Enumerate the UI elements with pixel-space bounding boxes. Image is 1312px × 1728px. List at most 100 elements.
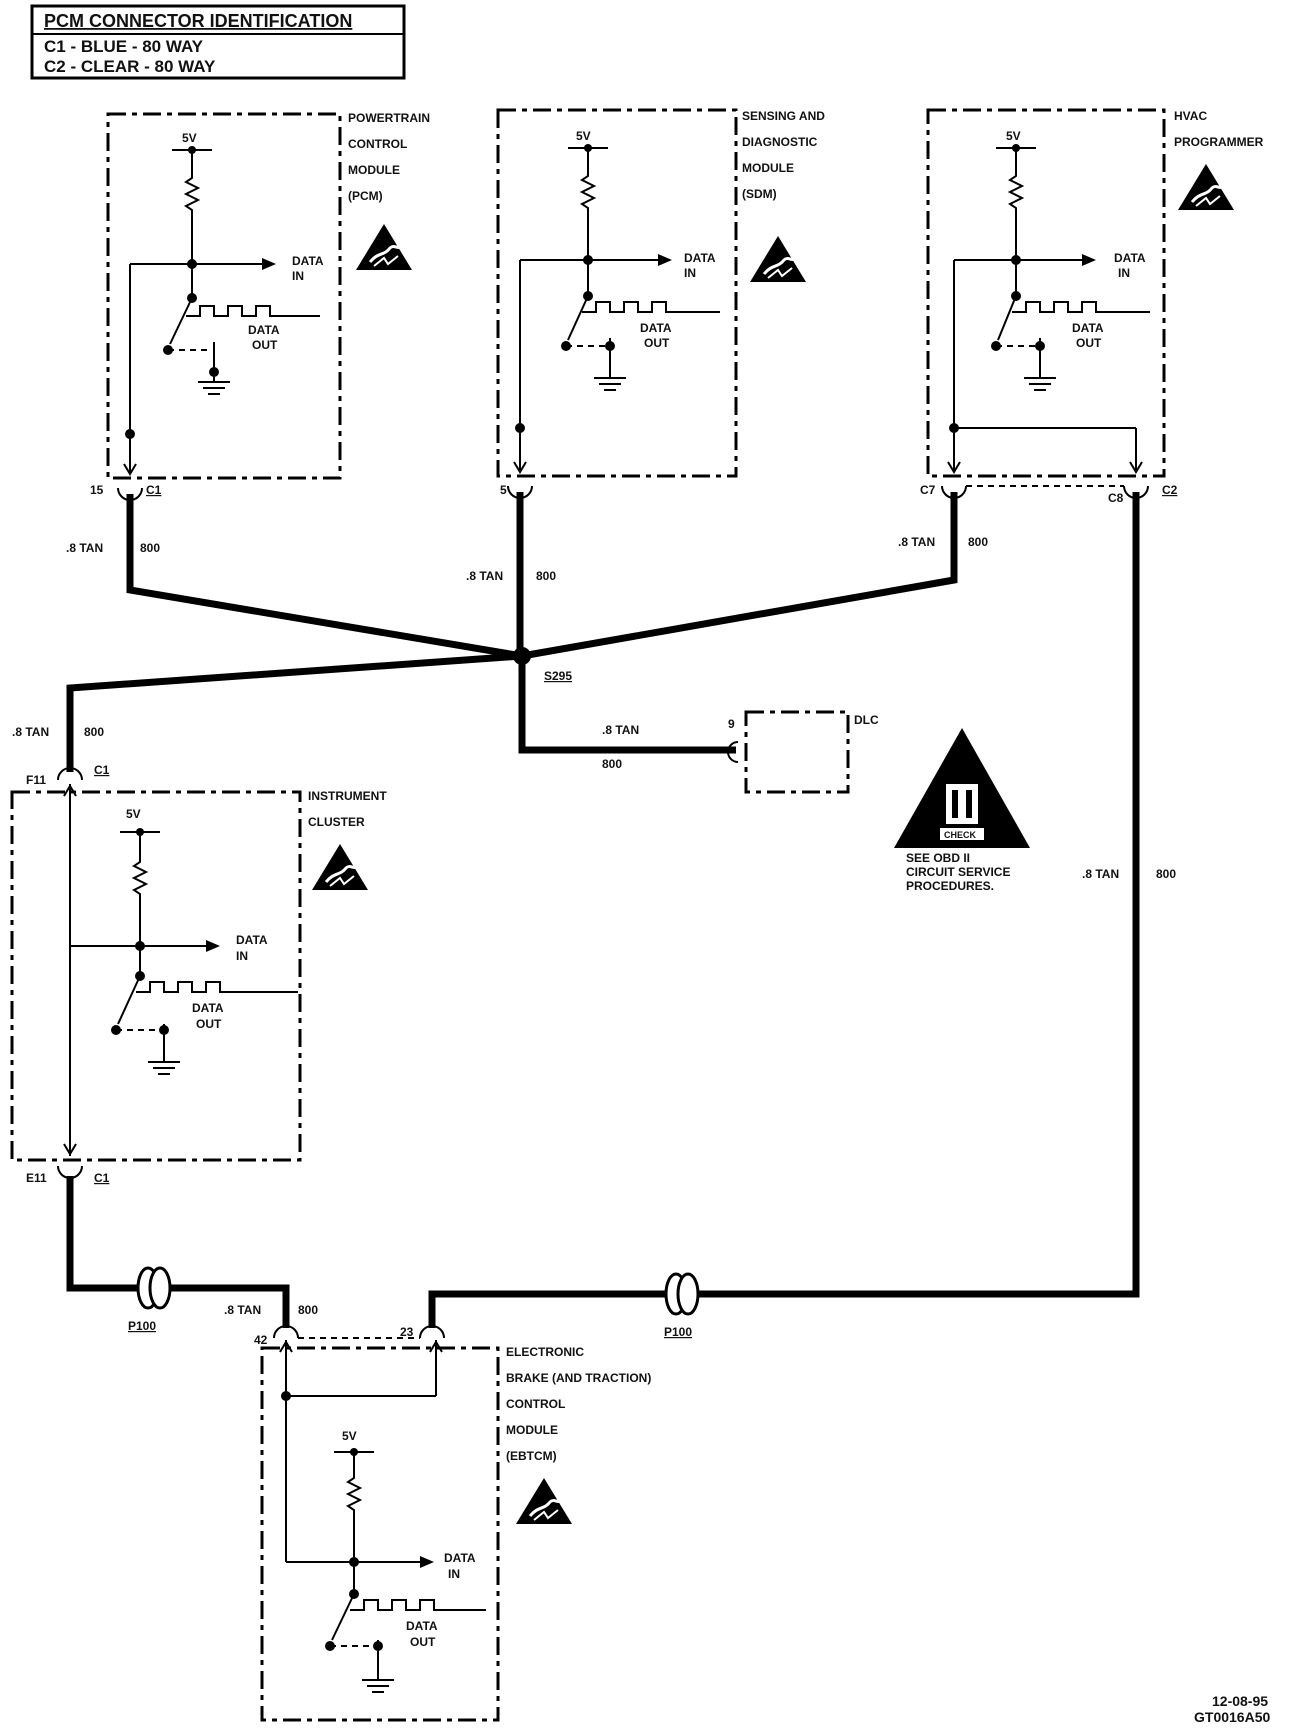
esd-warning-icon <box>354 222 414 272</box>
instrument-cluster-module: INSTRUMENT CLUSTER 5V DATA IN DATA OUT <box>10 784 387 1162</box>
esd-warning-icon <box>1176 162 1236 212</box>
ic-label-1: INSTRUMENT <box>308 789 387 803</box>
sdm-out-label: OUT <box>644 336 670 350</box>
ebtcm-label-2: BRAKE (AND TRACTION) <box>506 1371 651 1385</box>
ic-in-label: IN <box>236 949 248 963</box>
hvac-data-waveform <box>1012 301 1150 313</box>
pcm-label-3: MODULE <box>348 163 400 177</box>
ebtcm-in-label: IN <box>448 1567 460 1581</box>
ebtcm-switch <box>331 1593 355 1641</box>
wire-color: .8 TAN <box>602 723 639 737</box>
connector-sockets <box>57 485 1149 1339</box>
inline-connector-right: P100 <box>664 1272 700 1339</box>
data-in-arrow-icon <box>658 254 672 266</box>
sdm-5v-label: 5V <box>576 129 591 143</box>
data-in-arrow-icon <box>262 258 276 270</box>
hvac-data-out-label: DATA <box>1072 321 1104 335</box>
hvac-switch <box>997 295 1017 341</box>
wire-circuit: 800 <box>1156 867 1176 881</box>
sdm-label-3: MODULE <box>742 161 794 175</box>
obd-badge: CHECK <box>944 830 977 840</box>
sdm-in-label: IN <box>684 266 696 280</box>
ebtcm-data-waveform <box>350 1599 486 1611</box>
pcm-module: POWERTRAIN CONTROL MODULE (PCM) 5V DATA … <box>106 111 430 480</box>
ebtcm-module: ELECTRONIC BRAKE (AND TRACTION) CONTROL … <box>260 1340 651 1722</box>
ic-pin-f11: F11 <box>26 773 46 787</box>
obd-notice: CHECK SEE OBD II CIRCUIT SERVICE PROCEDU… <box>894 728 1030 893</box>
sdm-pin: 5 <box>500 483 507 497</box>
pcm-conn: C1 <box>146 483 162 497</box>
wire-color: .8 TAN <box>12 725 49 739</box>
sdm-module: SENSING AND DIAGNOSTIC MODULE (SDM) 5V D… <box>496 108 825 478</box>
ebtcm-label-5: (EBTCM) <box>506 1449 557 1463</box>
hvac-module: HVAC PROGRAMMER 5V DATA IN DATA OUT <box>926 108 1264 478</box>
dlc-boundary <box>744 710 850 794</box>
data-in-arrow-icon <box>206 940 220 952</box>
ic-out-label: OUT <box>196 1017 222 1031</box>
ic-boundary <box>10 790 302 1162</box>
wire-color: .8 TAN <box>224 1303 261 1317</box>
obd-text-1: SEE OBD II <box>906 851 970 865</box>
legend-title: PCM CONNECTOR IDENTIFICATION <box>44 11 352 31</box>
wire-color: .8 TAN <box>466 569 503 583</box>
pcm-5v-label: 5V <box>182 131 197 145</box>
pcm-switch <box>169 297 193 345</box>
wire-color: .8 TAN <box>1082 867 1119 881</box>
pin-labels: 15 C1 .8 TAN 800 5 .8 TAN 800 C7 C8 C2 .… <box>12 483 1178 1347</box>
pcm-data-waveform <box>186 305 320 317</box>
hvac-boundary <box>926 108 1166 478</box>
ebtcm-label-1: ELECTRONIC <box>506 1345 584 1359</box>
legend-box: PCM CONNECTOR IDENTIFICATION C1 - BLUE -… <box>30 4 406 80</box>
pcm-label-1: POWERTRAIN <box>348 111 430 125</box>
wire-circuit: 800 <box>602 757 622 771</box>
pcm-in-label: IN <box>292 269 304 283</box>
hvac-pin-c7: C7 <box>920 483 936 497</box>
sdm-switch <box>567 295 589 341</box>
inline-connector-left: P100 <box>128 1266 172 1333</box>
esd-warning-icon <box>514 1476 574 1526</box>
legend-line2: C2 - CLEAR - 80 WAY <box>44 57 216 76</box>
wire-circuit: 800 <box>298 1303 318 1317</box>
pcm-data-out-label: DATA <box>248 323 280 337</box>
sdm-resistor <box>579 148 597 260</box>
ic-label-2: CLUSTER <box>308 815 365 829</box>
ebtcm-5v-label: 5V <box>342 1429 357 1443</box>
wire-color: .8 TAN <box>66 541 103 555</box>
wire-circuit: 800 <box>84 725 104 739</box>
pcm-resistor <box>183 150 201 264</box>
ebtcm-data-in-label: DATA <box>444 1551 476 1565</box>
ebtcm-pin-23: 23 <box>400 1325 414 1339</box>
pcm-pin: 15 <box>90 483 104 497</box>
pcm-data-in-label: DATA <box>292 254 324 268</box>
sdm-boundary <box>496 108 738 478</box>
wire-circuit: 800 <box>140 541 160 555</box>
dlc-pin-label: 9 <box>728 717 735 731</box>
dlc-label: DLC <box>854 713 879 727</box>
sdm-label-4: (SDM) <box>742 187 777 201</box>
p100-right-label: P100 <box>664 1325 692 1339</box>
obd-text-2: CIRCUIT SERVICE <box>906 865 1010 879</box>
ic-conn-top: C1 <box>94 763 110 777</box>
ic-resistor <box>131 832 149 946</box>
ic-data-in-label: DATA <box>236 933 268 947</box>
ebtcm-out-label: OUT <box>410 1635 436 1649</box>
sdm-data-waveform <box>582 301 720 313</box>
hvac-label-2: PROGRAMMER <box>1174 135 1264 149</box>
sdm-data-out-label: DATA <box>640 321 672 335</box>
esd-warning-icon <box>310 842 370 892</box>
hvac-resistor <box>1007 148 1025 260</box>
ebtcm-pin-42: 42 <box>254 1333 268 1347</box>
ic-data-waveform <box>136 981 298 993</box>
wire-color: .8 TAN <box>898 535 935 549</box>
ic-5v-label: 5V <box>126 807 141 821</box>
ebtcm-boundary <box>260 1346 500 1722</box>
ic-data-out-label: DATA <box>192 1001 224 1015</box>
splice-label: S295 <box>544 669 572 683</box>
sdm-label-1: SENSING AND <box>742 109 825 123</box>
hvac-in-label: IN <box>1118 266 1130 280</box>
ebtcm-data-out-label: DATA <box>406 1619 438 1633</box>
obd-text-3: PROCEDURES. <box>906 879 994 893</box>
pcm-label-2: CONTROL <box>348 137 407 151</box>
wire-circuit: 800 <box>968 535 988 549</box>
